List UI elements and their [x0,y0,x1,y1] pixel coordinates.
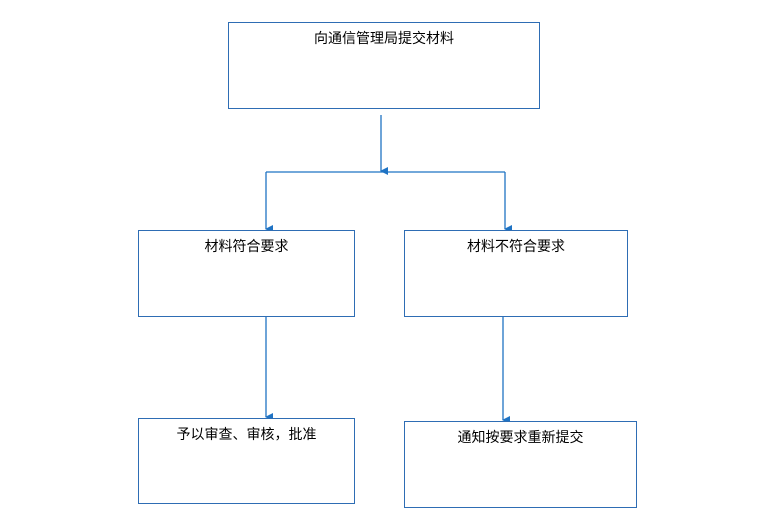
node-review-approve: 予以审查、审核，批准 [138,418,355,504]
node-materials-meet-requirements: 材料符合要求 [138,230,355,317]
node-not-meets-label: 材料不符合要求 [467,239,565,255]
node-materials-not-meet-requirements: 材料不符合要求 [404,230,628,317]
node-submit-materials: 向通信管理局提交材料 [228,22,540,109]
node-meets-label: 材料符合要求 [204,239,289,255]
node-approve-label: 予以审查、审核，批准 [176,427,317,443]
node-notify-resubmit: 通知按要求重新提交 [404,421,637,508]
node-resubmit-label: 通知按要求重新提交 [457,430,584,446]
node-submit-label: 向通信管理局提交材料 [314,31,454,47]
